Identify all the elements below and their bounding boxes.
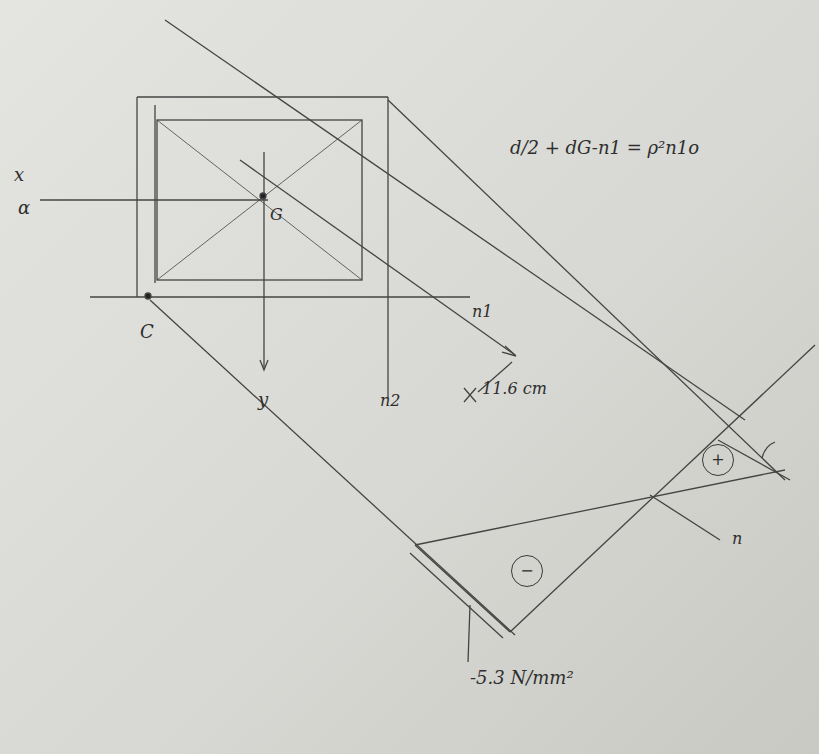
sketch-label: -5.3 N/mm² bbox=[470, 668, 574, 688]
sketch-label: x bbox=[14, 165, 24, 185]
sketch-label: α bbox=[18, 198, 30, 218]
sketch-label: G bbox=[270, 206, 283, 224]
sketch-label: n bbox=[732, 530, 742, 548]
sketch-label: n1 bbox=[472, 303, 492, 321]
sign-text: − bbox=[520, 563, 533, 579]
sign-circle: − bbox=[511, 555, 543, 587]
sketch-label: y bbox=[258, 390, 268, 410]
sketch-label: d/2 + dG-n1 = ρ²n1o bbox=[510, 138, 699, 158]
sketch-label: 11.6 cm bbox=[482, 380, 547, 398]
sign-text: + bbox=[711, 452, 724, 468]
sketch-label: n2 bbox=[380, 392, 400, 410]
sketch-label: C bbox=[140, 322, 154, 342]
sign-circle: + bbox=[702, 444, 734, 476]
